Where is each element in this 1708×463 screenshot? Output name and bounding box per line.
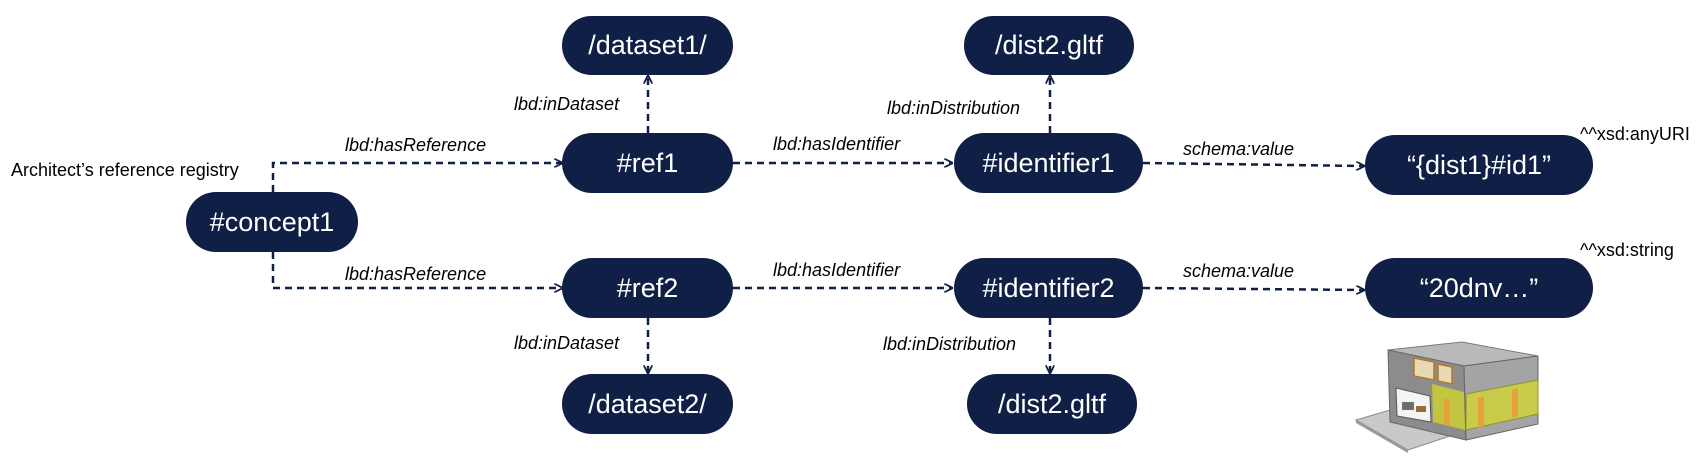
label-has-reference-bottom: lbd:hasReference (345, 264, 487, 284)
datatype-string: ^^xsd:string (1580, 240, 1674, 260)
label-in-distribution-top: lbd:inDistribution (887, 98, 1021, 118)
node-value1: “{dist1}#id1” (1365, 135, 1593, 195)
node-identifier2: #identifier2 (954, 258, 1143, 318)
label-in-dataset-top: lbd:inDataset (514, 94, 620, 114)
node-ref2: #ref2 (562, 258, 733, 318)
node-concept1: #concept1 (186, 192, 358, 252)
registry-label: Architect’s reference registry (11, 160, 239, 180)
node-dataset2: /dataset2/ (562, 374, 733, 434)
building-model-icon (1354, 341, 1539, 453)
edge-identifier2-value (1142, 288, 1364, 290)
edge-concept-ref2 (271, 252, 562, 288)
node-dist-top: /dist2.gltf (964, 16, 1134, 75)
node-dist-bottom: /dist2.gltf (967, 374, 1137, 434)
node-identifier1: #identifier1 (954, 133, 1143, 193)
label-has-identifier-bottom: lbd:hasIdentifier (773, 260, 901, 280)
edge-concept-ref1 (271, 163, 562, 192)
label-in-distribution-bottom: lbd:inDistribution (883, 334, 1017, 354)
label-has-reference-top: lbd:hasReference (345, 135, 487, 155)
node-ref1: #ref1 (562, 133, 733, 193)
label-value-bottom: schema:value (1183, 261, 1295, 281)
node-dataset1: /dataset1/ (562, 16, 733, 75)
node-value2: “20dnv…” (1365, 258, 1593, 318)
datatype-anyuri: ^^xsd:anyURI (1580, 124, 1690, 144)
label-in-dataset-bottom: lbd:inDataset (514, 333, 620, 353)
label-has-identifier-top: lbd:hasIdentifier (773, 134, 901, 154)
label-value-top: schema:value (1183, 139, 1295, 159)
edge-identifier1-value (1142, 163, 1364, 166)
